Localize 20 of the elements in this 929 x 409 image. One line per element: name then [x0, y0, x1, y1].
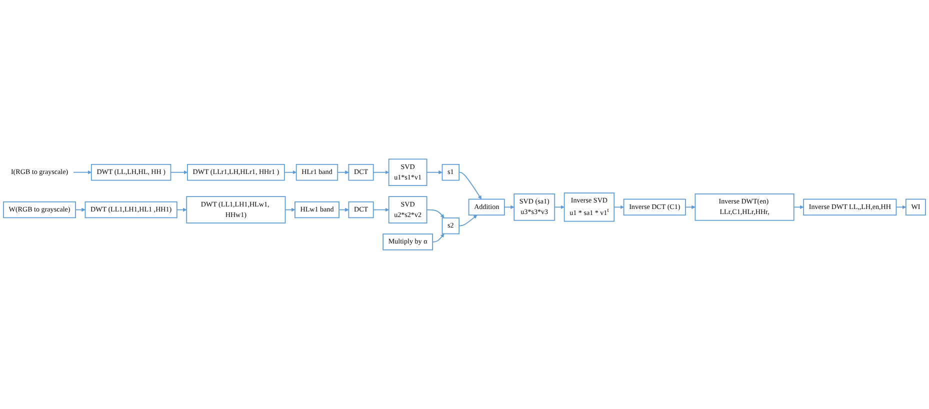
arrow	[554, 205, 564, 210]
arrow	[284, 208, 296, 212]
arrow	[896, 205, 906, 210]
arrow	[458, 172, 482, 200]
arrow	[504, 205, 514, 210]
arrow	[284, 170, 296, 174]
arrow	[426, 209, 444, 218]
arrow	[372, 208, 389, 212]
arrow	[372, 170, 389, 174]
arrow	[337, 170, 349, 174]
arrow	[338, 208, 349, 212]
arrow	[426, 170, 442, 174]
arrow	[793, 205, 804, 210]
arrow	[685, 205, 696, 210]
arrow	[614, 205, 624, 210]
arrow	[75, 208, 86, 212]
arrow	[432, 234, 444, 242]
arrow	[458, 214, 478, 226]
arrow	[170, 170, 188, 174]
arrow	[72, 170, 92, 174]
